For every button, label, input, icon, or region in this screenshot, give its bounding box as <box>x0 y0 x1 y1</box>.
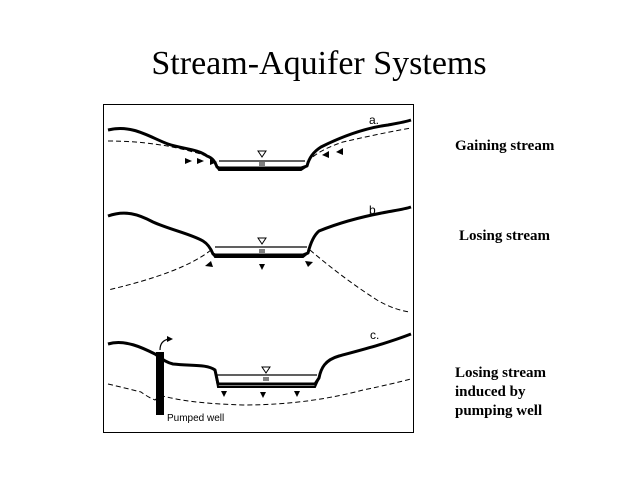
ground-surface-c <box>107 332 412 386</box>
pumped-well-label: Pumped well <box>167 413 225 424</box>
panel-b-losing <box>107 205 412 313</box>
flow-arrowhead-icon <box>221 391 300 398</box>
losing-stream-label: Losing stream <box>459 228 550 244</box>
caption-line-1: Losing stream <box>455 365 546 381</box>
caption-line-3: pumping well <box>455 403 543 419</box>
discharge-arrowhead-icon <box>167 336 173 342</box>
page-title: Stream-Aquifer Systems <box>151 45 487 82</box>
diagram-frame <box>103 104 414 433</box>
flow-arrowhead-icon <box>205 261 313 270</box>
channel-bed-a <box>216 165 308 171</box>
panel-a-gaining <box>107 118 412 171</box>
water-table-c <box>107 378 412 406</box>
flow-arrowhead-icon <box>185 148 343 165</box>
gaining-stream-label: Gaining stream <box>455 138 555 154</box>
water-table-a <box>107 127 412 163</box>
panel-b-letter: b. <box>369 203 380 217</box>
water-table-triangle-icon <box>261 366 271 381</box>
ground-surface-a <box>107 118 412 170</box>
losing-stream-pumping-label: Losing stream induced by pumping well <box>455 364 546 421</box>
caption-line-2: induced by <box>455 384 526 400</box>
water-table-triangle-icon <box>257 237 267 253</box>
panel-a-letter: a. <box>369 113 380 127</box>
panel-c-pumping <box>107 332 412 415</box>
panel-c-letter: c. <box>370 328 380 342</box>
channel-bed-b <box>212 252 309 258</box>
pumped-well <box>156 352 164 415</box>
stream-aquifer-diagram <box>107 118 412 415</box>
water-table-b <box>107 249 410 313</box>
channel-bed-c <box>214 369 320 388</box>
water-table-triangle-icon <box>257 150 267 166</box>
ground-surface-b <box>107 205 412 257</box>
